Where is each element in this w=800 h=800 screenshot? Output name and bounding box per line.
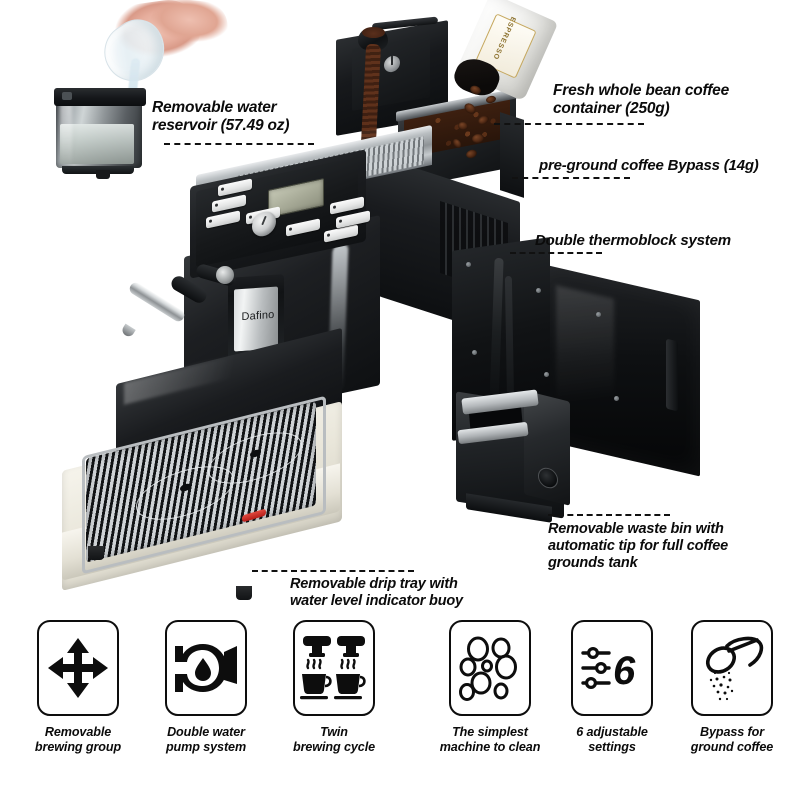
door-hinge	[666, 338, 678, 412]
water-reservoir-highlight	[60, 104, 72, 166]
feature-twin-brewing-cycle: Twin brewing cycle	[278, 620, 390, 756]
feature-six-adjustable-settings: 6 6 adjustable settings	[556, 620, 668, 756]
callout-bypass: pre-ground coffee Bypass (14g)	[539, 157, 759, 174]
water-reservoir-spout	[96, 170, 110, 179]
water-reservoir-lid	[54, 88, 146, 106]
callout-thermoblock: Double thermoblock system	[535, 232, 731, 249]
bubbles-icon	[449, 620, 531, 716]
callout-water-reservoir: Removable water reservoir (57.49 oz)	[152, 99, 290, 134]
leader-line-waste-bin	[548, 514, 670, 516]
water-reservoir-fill	[60, 124, 134, 164]
tray-foot	[236, 586, 252, 600]
grind-dial-pointer	[391, 55, 393, 66]
feature-removable-brewing-group: Removable brewing group	[22, 620, 134, 756]
feature-double-water-pump: Double water pump system	[150, 620, 262, 756]
feature-label: 6 adjustable settings	[576, 725, 648, 755]
steam-wand-joint	[216, 266, 234, 284]
feature-label: The simplest machine to clean	[439, 725, 541, 755]
scoop-icon	[691, 620, 773, 716]
twin-cups-icon	[293, 620, 375, 716]
sliders-six-icon: 6	[571, 620, 653, 716]
brew-group-side-frame	[524, 390, 570, 506]
water-reservoir-lid-tab	[62, 92, 72, 100]
leader-line-thermoblock	[510, 252, 602, 254]
panel-screw	[536, 288, 541, 293]
panel-screw	[466, 262, 471, 267]
feature-label: Removable brewing group	[34, 725, 122, 755]
panel-screw	[614, 396, 619, 401]
water-pump-icon	[165, 620, 247, 716]
callout-bean-container: Fresh whole bean coffee container (250g)	[553, 82, 729, 117]
steam-wand-tip	[120, 323, 136, 339]
feature-simplest-to-clean: The simplest machine to clean	[434, 620, 546, 756]
feature-label: Bypass for ground coffee	[690, 725, 774, 755]
leader-line-bean-container	[494, 123, 644, 125]
feature-bypass-ground-coffee: Bypass for ground coffee	[676, 620, 788, 756]
panel-screw	[472, 350, 477, 355]
feature-strip: Removable brewing group Double water pum…	[0, 620, 800, 760]
panel-screw	[544, 372, 549, 377]
ground-coffee-in-scoop	[362, 27, 385, 38]
feature-label: Twin brewing cycle	[293, 725, 375, 755]
tray-foot	[88, 546, 104, 560]
feature-label: Double water pump system	[165, 725, 247, 755]
callout-drip-tray: Removable drip tray with water level ind…	[290, 576, 463, 609]
panel-screw	[596, 312, 601, 317]
leader-line-bypass	[512, 177, 630, 179]
svg-text:6: 6	[613, 649, 636, 693]
leader-line-drip-tray	[252, 570, 414, 572]
leader-line-water-reservoir	[164, 143, 314, 145]
four-way-arrows-icon	[37, 620, 119, 716]
callout-waste-bin: Removable waste bin with automatic tip f…	[548, 521, 729, 571]
